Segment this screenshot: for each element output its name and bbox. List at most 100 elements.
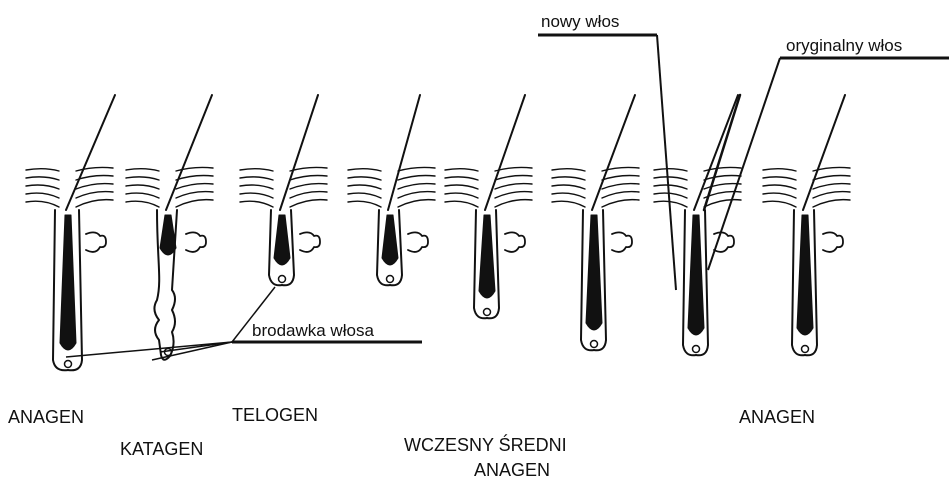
follicle-early-anagen-skin-left: [445, 201, 478, 207]
follicle-catagen-skin-left: [126, 169, 159, 171]
follicle-telogen-2-skin-left: [348, 201, 381, 207]
follicle-catagen-skin-right: [176, 200, 213, 207]
follicle-early-anagen-dermal-papilla: [484, 309, 491, 316]
follicle-mid-anagen-skin-left: [552, 201, 585, 207]
follicle-early-anagen-hair-bulb: [479, 215, 495, 298]
follicle-early-anagen-skin-right: [495, 184, 532, 189]
follicle-mid-anagen-hair-bulb: [586, 215, 602, 330]
follicle-mid-anagen-sebaceous-gland: [612, 232, 632, 252]
follicle-anagen-2-skin-left: [763, 193, 796, 198]
follicle-anagen-1-sebaceous-gland: [86, 232, 106, 252]
stage-label-anagen-right: ANAGEN: [739, 407, 815, 427]
follicle-catagen-hair-bulb: [160, 215, 176, 255]
follicle-telogen-skin-left: [240, 169, 273, 171]
papilla-leader-1: [66, 342, 232, 357]
follicle-telogen-2-dermal-papilla: [387, 276, 394, 283]
follicle-mid-anagen-dermal-papilla: [591, 341, 598, 348]
follicle-anagen-1-skin-right: [76, 176, 113, 181]
stage-label-early-mid-anagen-2: ANAGEN: [474, 460, 550, 480]
follicle-late-anagen-skin-left: [654, 177, 687, 180]
follicle-mid-anagen-skin-left: [552, 177, 585, 180]
follicle-mid-anagen-skin-left: [552, 185, 585, 189]
follicle-anagen-2-skin-left: [763, 169, 796, 171]
follicle-early-anagen-skin-right: [495, 192, 532, 198]
follicle-anagen-2-hair-shaft: [803, 95, 845, 210]
follicle-telogen-2: [348, 95, 435, 285]
follicle-telogen-dermal-papilla: [279, 276, 286, 283]
follicle-late-anagen-skin-left: [654, 185, 687, 189]
follicle-catagen-skin-left: [126, 185, 159, 189]
follicle-telogen-2-sebaceous-gland: [408, 232, 428, 252]
follicle-telogen-2-skin-left: [348, 185, 381, 189]
follicle-telogen: [240, 95, 327, 285]
new-hair-label: nowy włos: [541, 12, 619, 31]
follicle-early-anagen-skin-right: [495, 200, 532, 207]
follicle-telogen-skin-left: [240, 177, 273, 180]
follicle-anagen-2-skin-left: [763, 201, 796, 207]
follicle-anagen-2-skin-right: [813, 200, 850, 207]
follicle-late-anagen-skin-right: [704, 200, 741, 207]
follicle-anagen-2-skin-right: [813, 184, 850, 189]
stage-label-anagen-left: ANAGEN: [8, 407, 84, 427]
follicle-catagen-skin-right: [176, 176, 213, 181]
follicle-telogen-skin-right: [290, 167, 327, 171]
follicle-telogen-skin-right: [290, 200, 327, 207]
follicle-anagen-1-skin-left: [26, 201, 59, 207]
follicle-catagen-skin-left: [126, 201, 159, 207]
follicle-telogen-2-skin-right: [398, 192, 435, 198]
follicle-catagen-skin-left: [126, 193, 159, 198]
follicle-mid-anagen-skin-left: [552, 193, 585, 198]
follicle-late-anagen-hair-shaft: [694, 95, 738, 210]
follicle-anagen-1-hair-bulb: [60, 215, 76, 350]
follicle-telogen-skin-left: [240, 201, 273, 207]
follicle-telogen-2-skin-right: [398, 200, 435, 207]
follicle-telogen-2-skin-left: [348, 177, 381, 180]
follicle-anagen-2-dermal-papilla: [802, 346, 809, 353]
follicle-mid-anagen-hair-shaft: [592, 95, 635, 210]
follicle-anagen-2-sebaceous-gland: [823, 232, 843, 252]
follicle-anagen-1-skin-left: [26, 193, 59, 198]
dermal-papilla-label: brodawka włosa: [252, 321, 374, 340]
follicle-anagen-2-skin-left: [763, 185, 796, 189]
follicle-telogen-skin-right: [290, 176, 327, 181]
follicle-telogen-2-hair-bulb: [382, 215, 398, 265]
follicle-late-anagen-hair-bulb: [688, 215, 704, 335]
follicle-late-anagen-skin-left: [654, 193, 687, 198]
follicle-telogen-skin-right: [290, 192, 327, 198]
follicle-anagen-2: [763, 95, 850, 355]
follicle-late-anagen: [654, 95, 741, 355]
follicle-anagen-1-skin-left: [26, 169, 59, 171]
follicle-anagen-1-skin-left: [26, 177, 59, 180]
follicle-anagen-2-skin-right: [813, 176, 850, 181]
follicle-catagen-dermal-papilla: [165, 349, 172, 356]
follicle-late-anagen-dermal-papilla: [693, 346, 700, 353]
stage-label-catagen: KATAGEN: [120, 439, 203, 459]
follicle-telogen-skin-left: [240, 185, 273, 189]
follicle-telogen-2-skin-right: [398, 176, 435, 181]
stage-label-early-mid-anagen-1: WCZESNY ŚREDNI: [404, 434, 567, 455]
follicle-mid-anagen-skin-right: [602, 192, 639, 198]
original-hair-label: oryginalny włos: [786, 36, 902, 55]
follicle-early-anagen-hair-shaft: [485, 95, 525, 210]
follicle-early-anagen-skin-left: [445, 185, 478, 189]
follicle-early-anagen-skin-right: [495, 176, 532, 181]
follicle-anagen-2-skin-left: [763, 177, 796, 180]
new-hair-leader: [657, 35, 676, 290]
follicle-mid-anagen-skin-right: [602, 176, 639, 181]
follicle-catagen-skin-left: [126, 177, 159, 180]
follicle-late-anagen-skin-left: [654, 169, 687, 171]
follicle-telogen-hair-shaft: [280, 95, 318, 210]
follicles-group: [26, 95, 850, 370]
follicle-anagen-1-skin-right: [76, 167, 113, 171]
follicle-mid-anagen: [552, 95, 639, 350]
follicle-catagen-hair-shaft: [166, 95, 212, 210]
follicle-telogen-hair-bulb: [274, 215, 290, 265]
follicle-catagen-skin-right: [176, 184, 213, 189]
follicle-telogen-skin-right: [290, 184, 327, 189]
follicle-telogen-2-skin-left: [348, 169, 381, 171]
stage-label-telogen: TELOGEN: [232, 405, 318, 425]
follicle-catagen-skin-right: [176, 192, 213, 198]
follicle-telogen-skin-left: [240, 193, 273, 198]
follicle-late-anagen-skin-right: [704, 176, 741, 181]
